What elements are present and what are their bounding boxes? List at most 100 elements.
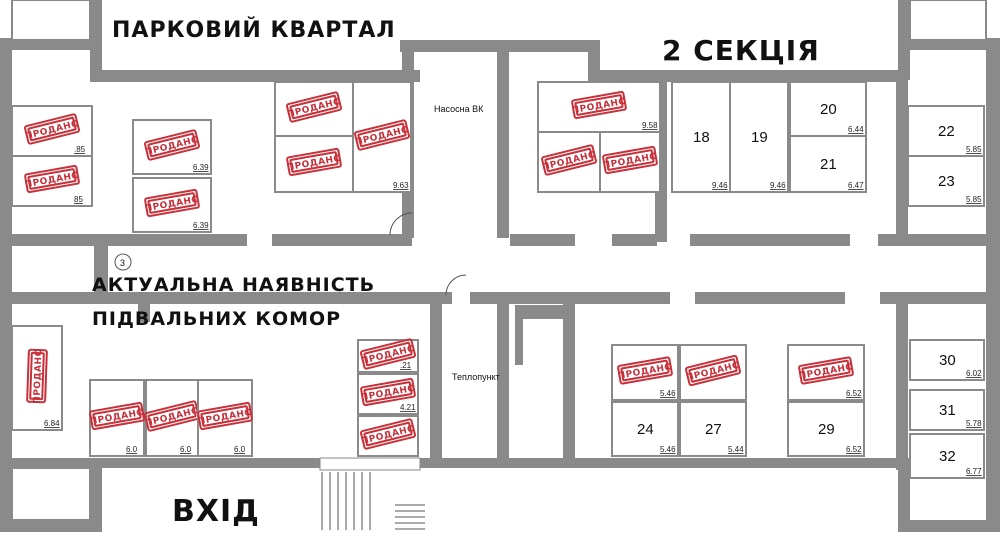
window-pit bbox=[11, 0, 91, 41]
room-number: 27 bbox=[705, 421, 722, 438]
room-outline bbox=[789, 81, 867, 137]
room-area: 6.0 bbox=[180, 445, 192, 454]
wall bbox=[400, 40, 600, 52]
room-outline bbox=[909, 389, 985, 431]
storage-room[interactable]: 199.46 bbox=[729, 81, 789, 193]
storage-room[interactable]: 206.44 bbox=[789, 81, 867, 137]
room-number: 24 bbox=[637, 421, 654, 438]
wall bbox=[138, 292, 150, 322]
storage-room[interactable]: 6.52 ПРОДАНО bbox=[787, 344, 865, 401]
storage-room[interactable]: ПРОДАНО bbox=[679, 344, 747, 401]
entrance-label: ВХІД bbox=[172, 494, 260, 529]
wall bbox=[695, 292, 845, 304]
storage-rooms: .85ПРОДАНО85ПРОДАНО6.39ПРОДАНО6.39ПРОДАН… bbox=[11, 81, 985, 479]
wall bbox=[0, 520, 102, 532]
sold-stamp: ПРОДАНО bbox=[602, 145, 658, 175]
door-swing bbox=[445, 274, 467, 296]
storage-room[interactable]: 315.78 bbox=[909, 389, 985, 431]
wall bbox=[563, 300, 575, 460]
wall bbox=[515, 305, 523, 365]
room-area: 6.84 bbox=[44, 419, 60, 428]
storage-room[interactable]: 275.44 bbox=[679, 401, 747, 457]
room-outline bbox=[679, 344, 747, 401]
wall bbox=[878, 234, 986, 246]
room-number: 20 bbox=[820, 101, 837, 118]
room-area: 5.44 bbox=[728, 445, 744, 454]
marker-circle bbox=[114, 253, 132, 271]
room-area: 6.39 bbox=[193, 163, 209, 172]
room-outline bbox=[537, 81, 661, 133]
pump-room-label: Насосна ВК bbox=[434, 104, 484, 114]
room-area: 6.44 bbox=[848, 125, 864, 134]
room-area: 85 bbox=[74, 195, 83, 204]
room-area: 9.63 bbox=[393, 181, 409, 190]
room-area: 6.0 bbox=[126, 445, 138, 454]
storage-room[interactable]: 189.46 bbox=[671, 81, 731, 193]
room-number: 19 bbox=[751, 129, 768, 146]
storage-room[interactable]: 306.02 bbox=[909, 339, 985, 381]
sold-stamp: ПРОДАНО bbox=[360, 377, 416, 407]
storage-room[interactable]: ПРОДАНО bbox=[599, 131, 661, 193]
room-outline bbox=[729, 81, 789, 193]
sold-stamp-text: ПРОДАНО bbox=[33, 348, 45, 404]
storage-room[interactable]: 6.84 ПРОДАНО bbox=[11, 325, 63, 431]
room-outline bbox=[787, 401, 865, 457]
room-area: 6.02 bbox=[966, 369, 982, 378]
storage-room[interactable]: 326.77 bbox=[909, 433, 985, 479]
room-area: 6.52 bbox=[846, 389, 862, 398]
storage-room[interactable]: 245.46 bbox=[611, 401, 679, 457]
room-area: 9.58 bbox=[642, 121, 658, 130]
room-outline bbox=[611, 401, 679, 457]
wall bbox=[420, 458, 910, 468]
room-outline bbox=[11, 325, 63, 431]
storage-room[interactable]: ПРОДАНО bbox=[274, 81, 354, 137]
availability-title-line1: АКТУАЛЬНА НАЯВНІСТЬ bbox=[92, 274, 376, 296]
wall bbox=[90, 70, 420, 82]
wall bbox=[896, 300, 908, 470]
wall bbox=[898, 458, 910, 530]
room-number: 18 bbox=[693, 129, 710, 146]
wall bbox=[690, 234, 850, 246]
window-pit bbox=[11, 467, 91, 521]
storage-room[interactable]: ПРОДАНО bbox=[274, 135, 354, 193]
room-number: 22 bbox=[938, 123, 955, 140]
storage-room[interactable]: 225.85 bbox=[907, 105, 985, 157]
storage-room[interactable]: 296.52 bbox=[787, 401, 865, 457]
room-number: 30 bbox=[939, 352, 956, 369]
storage-room[interactable]: 235.85 bbox=[907, 155, 985, 207]
wall bbox=[12, 234, 247, 246]
wall bbox=[90, 0, 102, 80]
room-area: 6.77 bbox=[966, 467, 982, 476]
sold-stamp: ПРОДАНО bbox=[26, 348, 48, 404]
wall bbox=[510, 234, 575, 246]
room-area: .85 bbox=[74, 145, 86, 154]
room-number: 31 bbox=[939, 402, 956, 419]
room-outline bbox=[679, 401, 747, 457]
storage-room[interactable]: ПРОДАНО bbox=[537, 131, 601, 193]
room-number: 21 bbox=[820, 156, 837, 173]
wall bbox=[898, 520, 1000, 532]
wall bbox=[0, 458, 320, 468]
sold-stamp: ПРОДАНО bbox=[798, 356, 854, 385]
room-area: 9.46 bbox=[712, 181, 728, 190]
storage-room[interactable]: 216.47 bbox=[789, 135, 867, 193]
room-area: 6.39 bbox=[193, 221, 209, 230]
room-area: 5.46 bbox=[660, 445, 676, 454]
storage-room[interactable]: ПРОДАНО bbox=[357, 415, 419, 457]
window-pit bbox=[909, 0, 987, 41]
room-area: 4.21 bbox=[400, 403, 416, 412]
wall bbox=[90, 458, 102, 530]
